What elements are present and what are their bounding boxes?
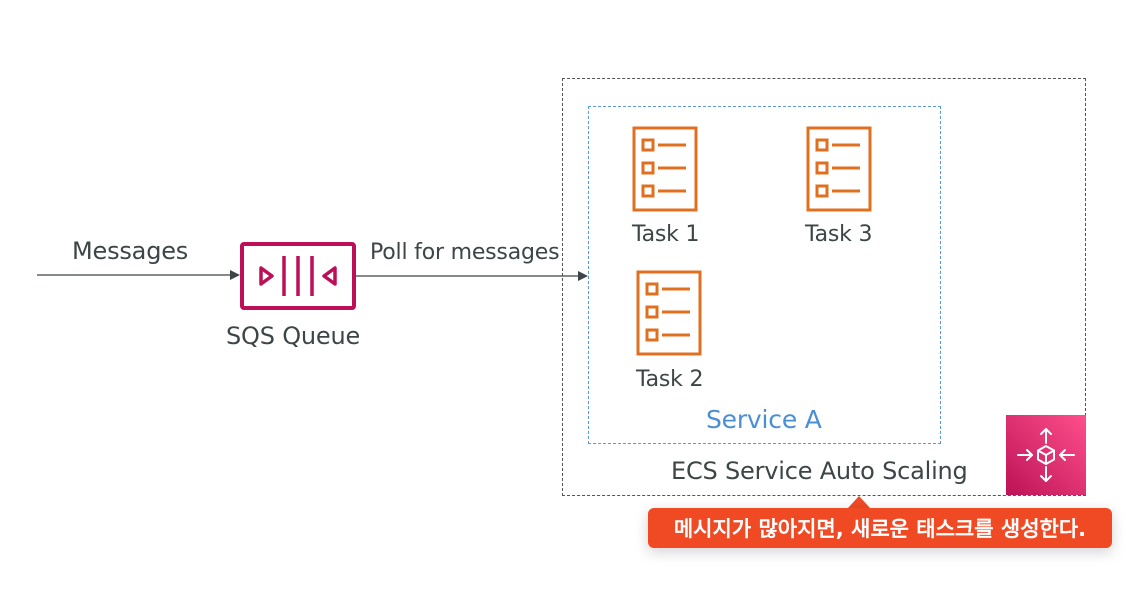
task-1-icon[interactable] (632, 126, 698, 212)
annotation-text: 메시지가 많아지면, 새로운 태스크를 생성한다. (673, 517, 1087, 541)
annotation-pointer (848, 496, 870, 508)
service-a-label: Service A (706, 405, 822, 434)
annotation-tooltip: 메시지가 많아지면, 새로운 태스크를 생성한다. (648, 508, 1112, 548)
task-1-label: Task 1 (632, 222, 700, 247)
task-2-label: Task 2 (636, 367, 704, 392)
sqs-queue-label: SQS Queue (226, 322, 361, 350)
ecs-service-container (562, 78, 1086, 496)
sqs-queue-icon[interactable] (240, 242, 356, 310)
auto-scaling-tile[interactable] (1006, 415, 1086, 495)
service-a-container (588, 106, 941, 444)
auto-scaling-icon (1017, 428, 1075, 482)
task-3-icon[interactable] (806, 126, 872, 212)
ecs-service-auto-scaling-label: ECS Service Auto Scaling (671, 457, 968, 485)
incoming-messages-label: Messages (72, 237, 189, 265)
poll-for-messages-label: Poll for messages (370, 240, 560, 265)
task-3-label: Task 3 (805, 222, 873, 247)
task-2-icon[interactable] (636, 270, 702, 356)
